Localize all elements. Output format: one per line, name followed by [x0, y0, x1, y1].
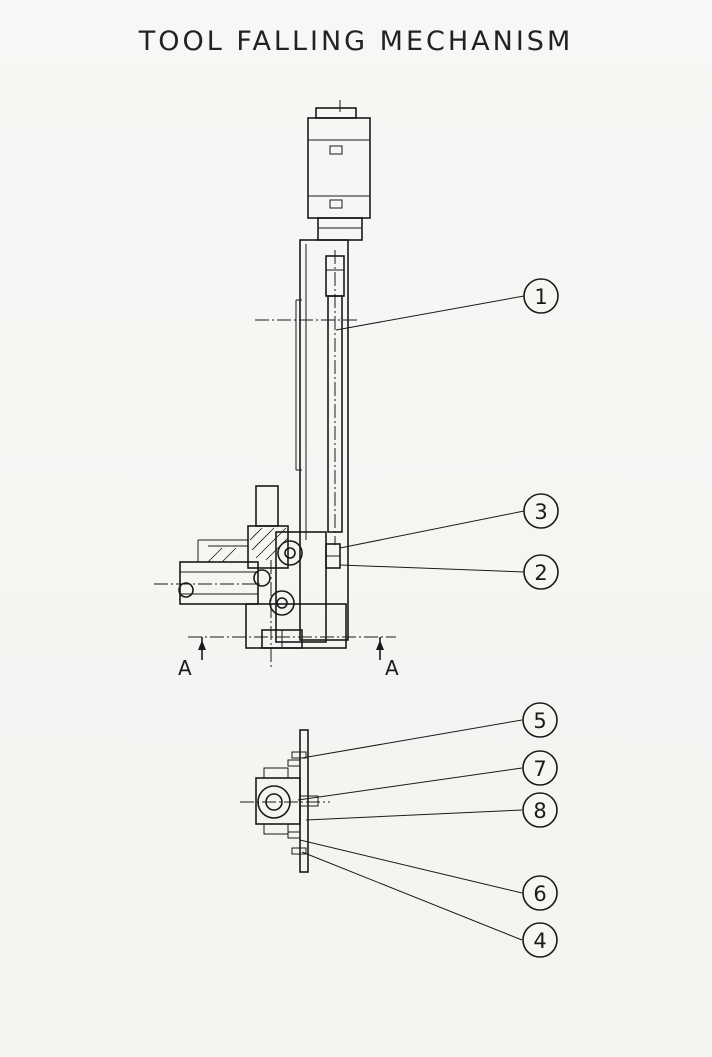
- section-view: [240, 729, 330, 873]
- svg-text:5: 5: [533, 709, 546, 733]
- callout-6: 6: [522, 875, 558, 911]
- svg-text:3: 3: [534, 500, 547, 524]
- leader-lines: [297, 295, 525, 941]
- callout-8: 8: [522, 792, 558, 828]
- svg-text:8: 8: [533, 799, 546, 823]
- callout-2: 2: [523, 554, 559, 590]
- callout-7: 7: [522, 750, 558, 786]
- svg-text:1: 1: [534, 285, 547, 309]
- air-cylinder: [307, 100, 371, 241]
- callout-4: 4: [522, 922, 558, 958]
- drawing-title: TOOL FALLING MECHANISM: [138, 26, 574, 57]
- callout-1: 1: [523, 278, 559, 314]
- vertical-column: [255, 239, 360, 641]
- svg-text:2: 2: [534, 561, 547, 585]
- callout-3: 3: [523, 493, 559, 529]
- svg-text:4: 4: [533, 929, 546, 953]
- svg-text:6: 6: [533, 882, 546, 906]
- section-mark-right: A: [385, 656, 399, 680]
- section-line-a-a: [188, 636, 396, 660]
- svg-text:7: 7: [533, 757, 546, 781]
- section-mark-left: A: [178, 656, 192, 680]
- lower-assembly: [154, 485, 347, 668]
- callout-5: 5: [522, 702, 558, 738]
